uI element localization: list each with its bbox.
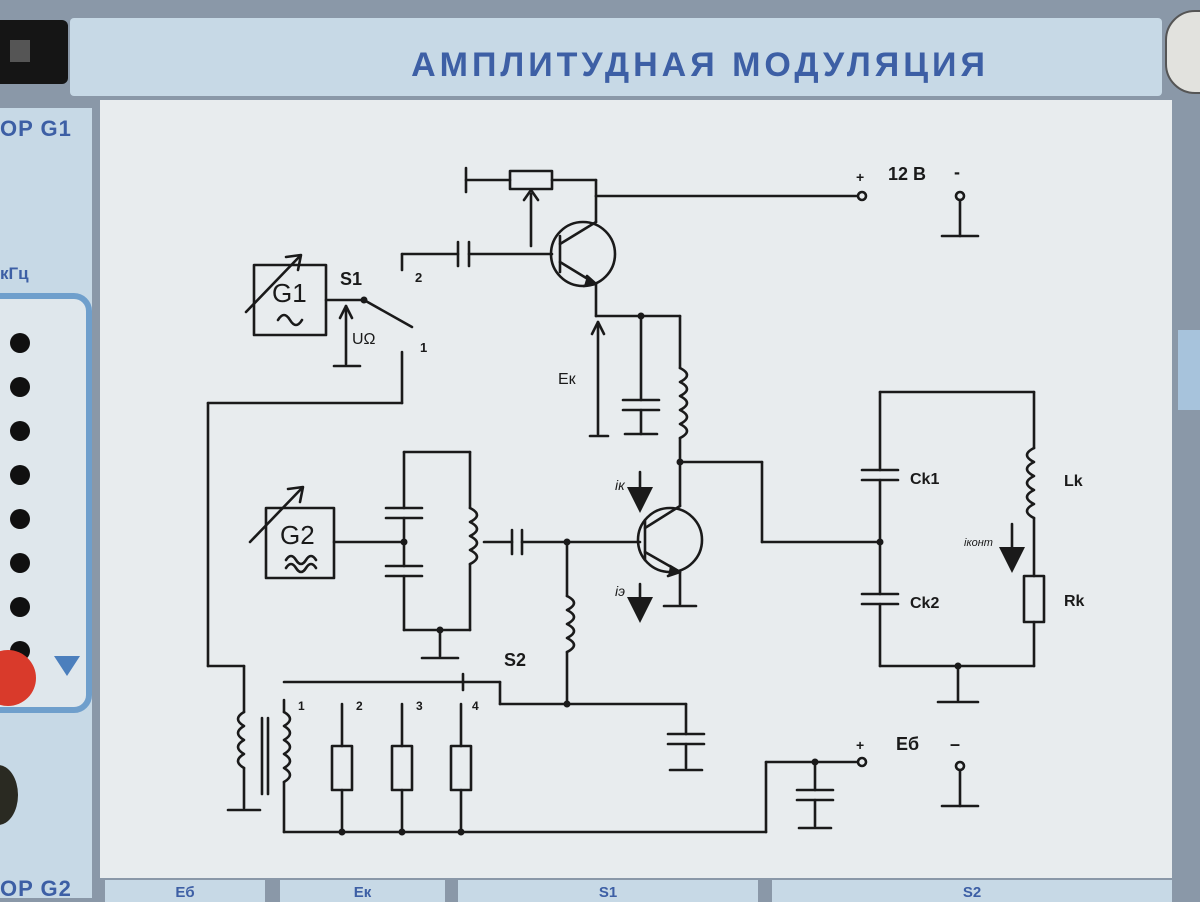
supply-minus-label: - — [954, 162, 960, 182]
u-omega-measurement — [332, 304, 362, 368]
power-switch-knob — [10, 40, 30, 62]
ek-measurement — [588, 320, 610, 438]
ck1-label: Ck1 — [910, 471, 939, 488]
supply-negative-terminal[interactable] — [940, 190, 980, 238]
bypass-capacitor-ek — [621, 314, 661, 436]
bottom-tab-s2: S2 — [772, 880, 1172, 902]
transistor-q2-icon — [636, 460, 704, 608]
supply-label: 12 В — [888, 164, 926, 184]
power-switch[interactable] — [0, 20, 68, 84]
s2-label: S2 — [504, 650, 526, 670]
generator-panel: OP G1 кГц 1 2 3 4 5 6 7 8 OP G2 — [0, 108, 92, 901]
bias-negative-terminal[interactable] — [940, 760, 980, 808]
triangle-down-icon — [54, 656, 80, 676]
freq-jack-4[interactable] — [10, 465, 30, 485]
bias-bypass-capacitor — [666, 702, 706, 772]
bottom-tab-ek: Eк — [280, 880, 445, 902]
freq-jack-2[interactable] — [10, 377, 30, 397]
s1-pos2-label: 2 — [415, 270, 422, 285]
bias-positive-terminal[interactable] — [856, 756, 868, 768]
right-edge-strip — [1178, 330, 1200, 410]
title-strip: АМПЛИТУДНАЯ МОДУЛЯЦИЯ — [70, 18, 1162, 96]
supply-plus-label: + — [856, 169, 864, 185]
freq-jack-3[interactable] — [10, 421, 30, 441]
ck2-label: Ck2 — [910, 595, 939, 612]
output-tank-circuit — [860, 390, 1046, 704]
ie-label: iэ — [615, 583, 625, 599]
s2-tap-1-label: 1 — [298, 699, 305, 713]
u-omega-label: UΩ — [352, 331, 376, 348]
transistor-q1-icon — [549, 194, 617, 318]
ek-label: Eк — [558, 371, 577, 388]
bottom-tab-s1: S1 — [458, 880, 758, 902]
g2-label: G2 — [280, 520, 315, 550]
page-title: АМПЛИТУДНАЯ МОДУЛЯЦИЯ — [411, 46, 989, 84]
icont-label: iконт — [964, 537, 993, 549]
input-lc-tank — [384, 450, 479, 660]
switch-s1-blade[interactable] — [362, 298, 414, 329]
load-resistors — [330, 702, 473, 834]
s1-label: S1 — [340, 269, 362, 289]
ik-label: iк — [615, 477, 626, 493]
base-choke — [565, 540, 576, 706]
bias-plus-label: + — [856, 737, 864, 753]
potentiometer — [464, 166, 598, 248]
s2-tap-2-label: 2 — [356, 699, 363, 713]
s2-tap-3-label: 3 — [416, 699, 423, 713]
freq-jack-7[interactable] — [10, 597, 30, 617]
g1-label: G1 — [272, 278, 307, 308]
s2-tap-4-label: 4 — [472, 699, 479, 713]
base-coupling-capacitor — [510, 528, 524, 556]
lk-label: Lk — [1064, 473, 1083, 490]
transformer-icon — [226, 698, 292, 834]
frequency-unit: кГц — [0, 264, 29, 283]
rk-label: Rk — [1064, 593, 1085, 610]
bias-supply-capacitor — [795, 760, 835, 830]
gen2-panel-label: OP G2 — [0, 876, 72, 901]
gen1-panel-label: OP G1 — [0, 116, 72, 141]
s1-pos1-label: 1 — [420, 340, 427, 355]
bias-label: Eб — [896, 734, 919, 754]
freq-jack-1[interactable] — [10, 333, 30, 353]
knob-icon[interactable] — [0, 765, 18, 825]
bias-minus-label: – — [950, 734, 960, 754]
freq-jack-6[interactable] — [10, 553, 30, 573]
frequency-selector: 1 2 3 4 5 6 7 8 — [0, 293, 92, 713]
supply-positive-terminal[interactable] — [856, 190, 868, 202]
bottom-tab-eb: Eб — [105, 880, 265, 902]
input-coupling-capacitor — [400, 240, 554, 272]
freq-jack-5[interactable] — [10, 509, 30, 529]
rf-choke-collector — [678, 314, 689, 464]
